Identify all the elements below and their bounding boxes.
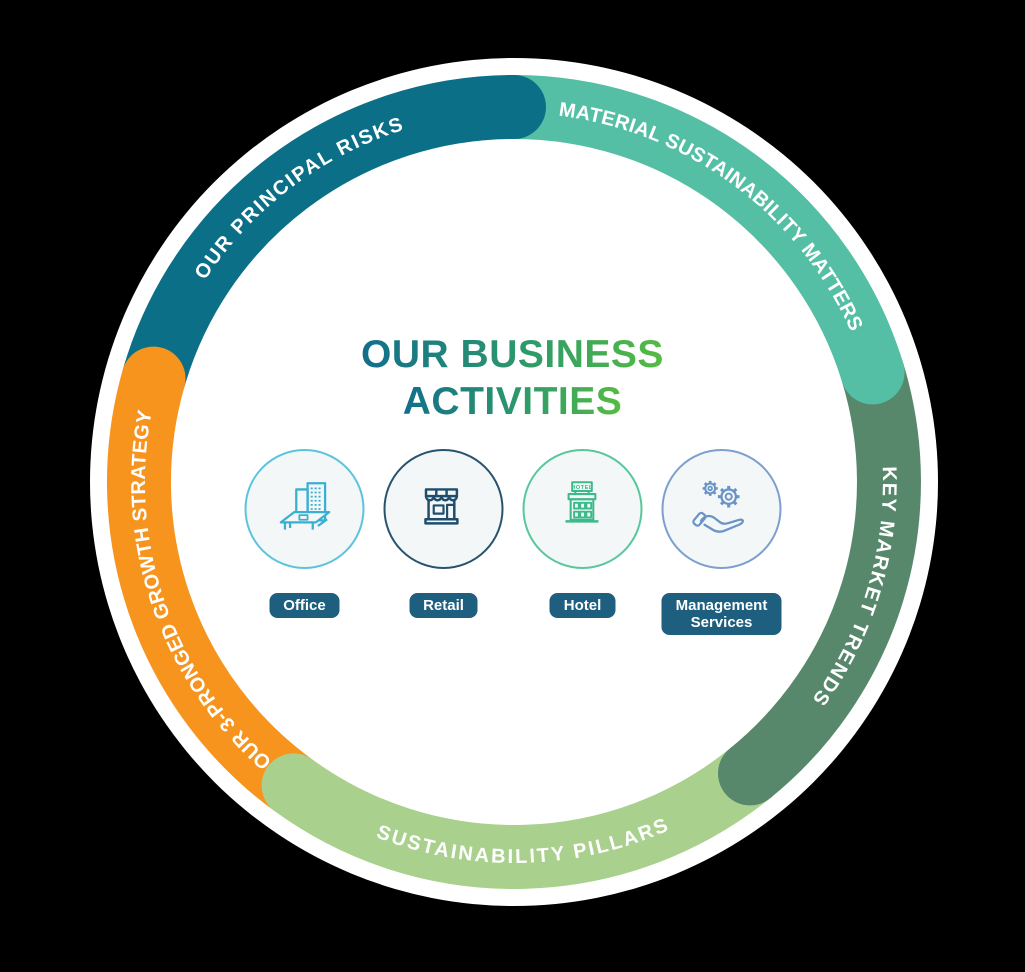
page-title: OUR BUSINESS ACTIVITIES xyxy=(0,331,1025,425)
activity-management-services: Management Services xyxy=(661,449,782,635)
segment-cap-material-sustainability xyxy=(840,340,905,405)
hotel-icon-circle: HOTEL xyxy=(522,449,643,569)
segment-arc-principal-risks xyxy=(122,75,515,388)
segment-arc-sustainability-pillars xyxy=(274,748,771,889)
hotel-pill: Hotel xyxy=(549,593,616,618)
segment-arc-growth-strategy xyxy=(107,369,313,812)
retail-icon-circle xyxy=(383,449,504,569)
activity-retail: Retail xyxy=(383,449,504,618)
segment-arc-material-sustainability xyxy=(513,75,904,382)
hotel-sign-text: HOTEL xyxy=(571,485,593,491)
retail-pill: Retail xyxy=(409,593,478,618)
segment-cap-key-market-trends xyxy=(718,741,782,806)
segment-cap-growth-strategy xyxy=(121,346,186,411)
title-line-2: ACTIVITIES xyxy=(402,380,623,423)
segment-arc-key-market-trends xyxy=(729,363,921,799)
title-line-1: OUR BUSINESS xyxy=(361,333,664,376)
management-services-icon-circle xyxy=(661,449,782,569)
office-pill: Office xyxy=(269,593,340,618)
activity-office: Office xyxy=(244,449,365,618)
management-services-pill: Management Services xyxy=(661,593,782,635)
activity-hotel: HOTEL Hotel xyxy=(522,449,643,618)
hotel-building-icon: HOTEL xyxy=(565,481,599,523)
segment-cap-sustainability-pillars xyxy=(261,753,326,818)
retail-storefront-icon xyxy=(424,488,459,525)
office-buildings-icon xyxy=(279,482,331,530)
office-icon-circle xyxy=(244,449,365,569)
business-activities-row: Office xyxy=(244,449,782,635)
management-gears-hand-icon xyxy=(692,480,744,533)
wheel-inner-circle xyxy=(90,58,938,906)
segment-cap-principal-risks xyxy=(482,75,546,139)
